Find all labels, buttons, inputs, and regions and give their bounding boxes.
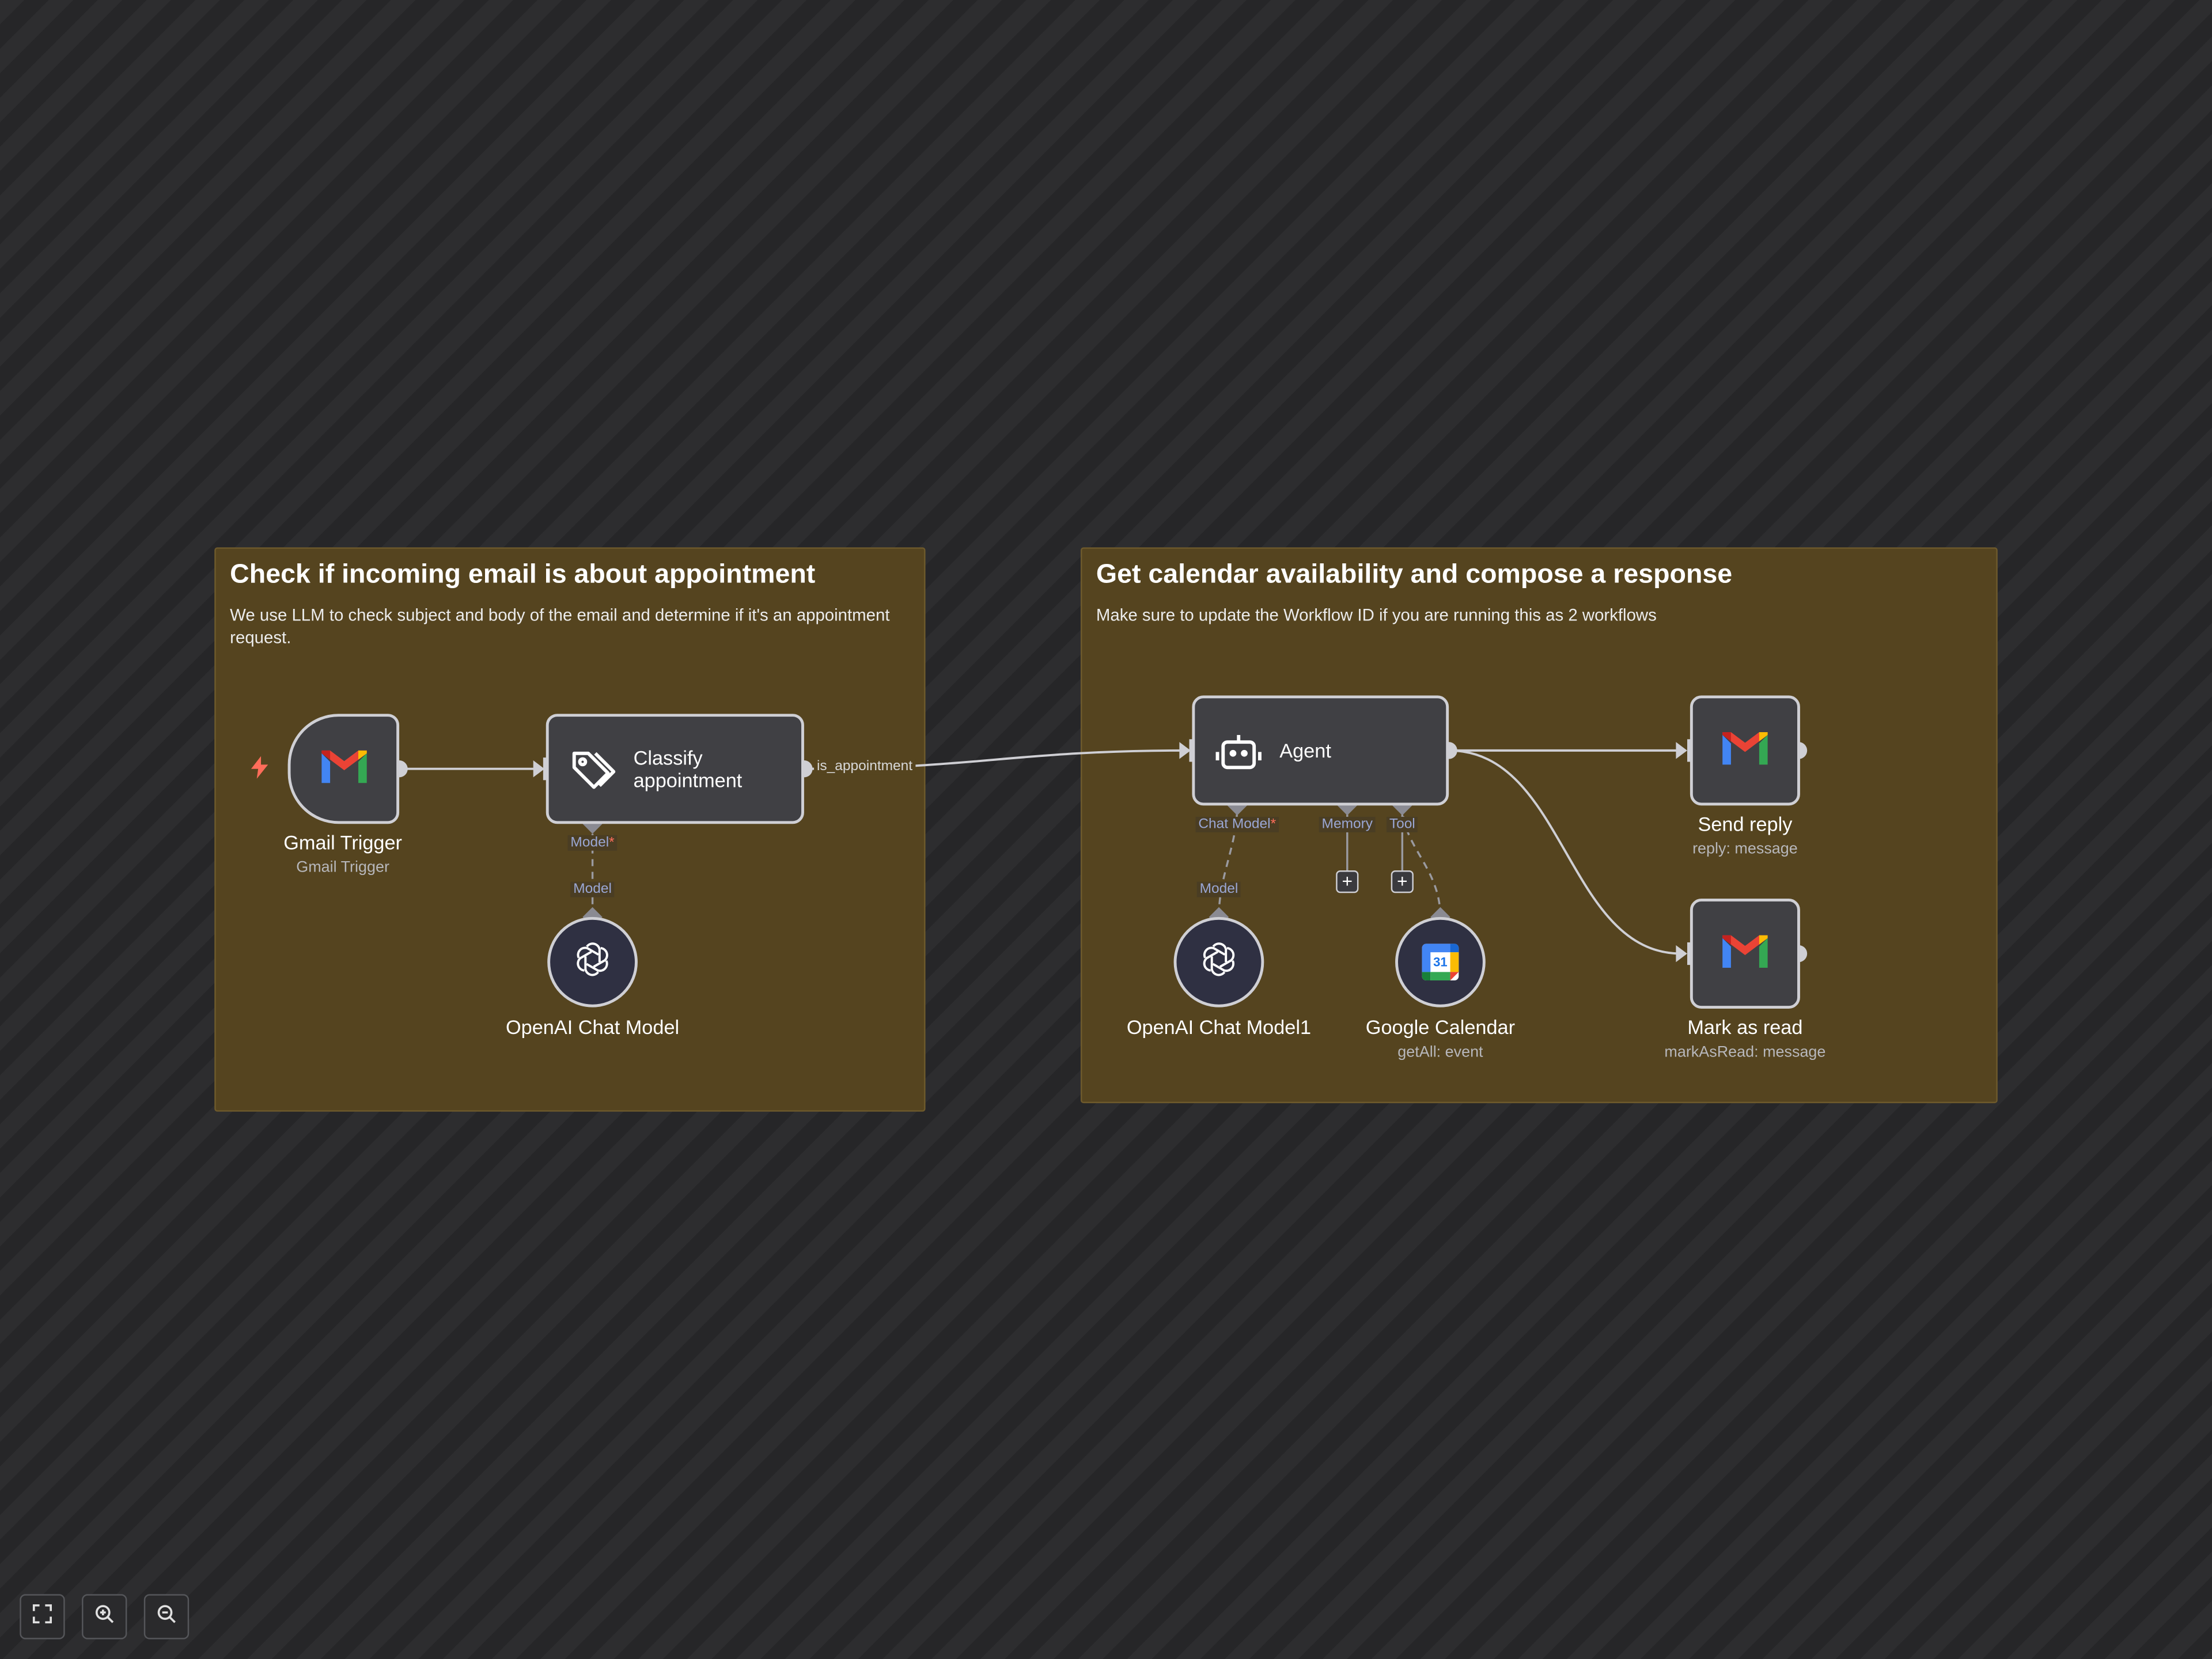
node-subtitle: getAll: event <box>1397 1044 1483 1061</box>
node-title: Google Calendar <box>1365 1016 1516 1039</box>
agent-memory-label: Memory <box>1319 816 1376 832</box>
arrow-head <box>1676 945 1688 963</box>
gmail-trigger-caption: Gmail Trigger Gmail Trigger <box>283 831 402 876</box>
openai-chat-model-caption: OpenAI Chat Model <box>506 1016 679 1038</box>
sticky-title: Check if incoming email is about appoint… <box>230 560 816 590</box>
gmail-trigger-node[interactable] <box>287 714 400 824</box>
google-calendar-icon: 31 <box>1422 944 1459 981</box>
add-tool-button[interactable]: + <box>1391 870 1414 893</box>
robot-icon <box>1215 732 1262 782</box>
openai-icon <box>1199 939 1239 986</box>
zoom-out-button[interactable] <box>143 1594 190 1639</box>
node-subtitle: Gmail Trigger <box>296 859 389 876</box>
node-title: Classify appointment <box>633 746 743 791</box>
arrow-head <box>1676 742 1688 759</box>
calendar-day: 31 <box>1433 955 1448 969</box>
sticky-note-classify[interactable]: Check if incoming email is about appoint… <box>214 547 926 1112</box>
gmail-icon <box>1719 930 1770 977</box>
classify-model-label: Model* <box>567 835 618 851</box>
zoom-in-button[interactable] <box>82 1594 127 1639</box>
add-memory-button[interactable]: + <box>1336 870 1359 893</box>
arrow-head <box>1179 742 1191 759</box>
openai1-model-label: Model <box>1196 881 1241 897</box>
sticky-description: Make sure to update the Workflow ID if y… <box>1096 605 1657 625</box>
send-reply-caption: Send reply reply: message <box>1692 813 1798 858</box>
google-calendar-caption: Google Calendar getAll: event <box>1366 1016 1515 1060</box>
node-title: OpenAI Chat Model1 <box>1126 1016 1312 1039</box>
openai-chat-model1-node[interactable] <box>1173 916 1264 1007</box>
agent-chat-model-label: Chat Model* <box>1195 816 1279 832</box>
trigger-bolt-icon <box>249 756 269 779</box>
node-subtitle: markAsRead: message <box>1664 1044 1826 1061</box>
edge-label-is-appointment: is_appointment <box>814 759 915 775</box>
edge-openai1-to-agent[interactable] <box>1218 805 1238 917</box>
classify-appointment-node[interactable]: Classify appointment <box>546 714 804 824</box>
node-title: Send reply <box>1698 812 1793 835</box>
node-title: Agent <box>1279 739 1331 762</box>
edge-agent-to-mark-read[interactable] <box>1449 749 1682 955</box>
fit-view-icon <box>32 1603 52 1630</box>
fit-view-button[interactable] <box>20 1594 65 1639</box>
google-calendar-node[interactable]: 31 <box>1395 916 1486 1007</box>
sticky-description: We use LLM to check subject and body of … <box>230 605 890 648</box>
openai-chat-model-node[interactable] <box>547 916 638 1007</box>
node-title: OpenAI Chat Model <box>506 1016 680 1039</box>
gmail-icon <box>1719 727 1770 774</box>
openai-model-label: Model <box>570 881 615 897</box>
agent-node[interactable]: Agent <box>1192 695 1449 806</box>
sticky-title: Get calendar availability and compose a … <box>1096 560 1733 590</box>
node-subtitle: reply: message <box>1692 840 1798 858</box>
node-title: Gmail Trigger <box>283 831 403 854</box>
openai-chat-model1-caption: OpenAI Chat Model1 <box>1127 1016 1311 1038</box>
openai-icon <box>573 939 612 986</box>
arrow-head <box>533 760 545 778</box>
tags-icon <box>570 748 618 803</box>
send-reply-node[interactable] <box>1690 695 1800 806</box>
zoom-in-icon <box>94 1603 114 1630</box>
node-title: Mark as read <box>1687 1016 1803 1039</box>
mark-as-read-node[interactable] <box>1690 899 1800 1009</box>
zoom-out-icon <box>157 1603 176 1630</box>
gmail-icon <box>318 745 369 792</box>
mark-as-read-caption: Mark as read markAsRead: message <box>1664 1016 1825 1060</box>
agent-tool-label: Tool <box>1386 816 1418 832</box>
